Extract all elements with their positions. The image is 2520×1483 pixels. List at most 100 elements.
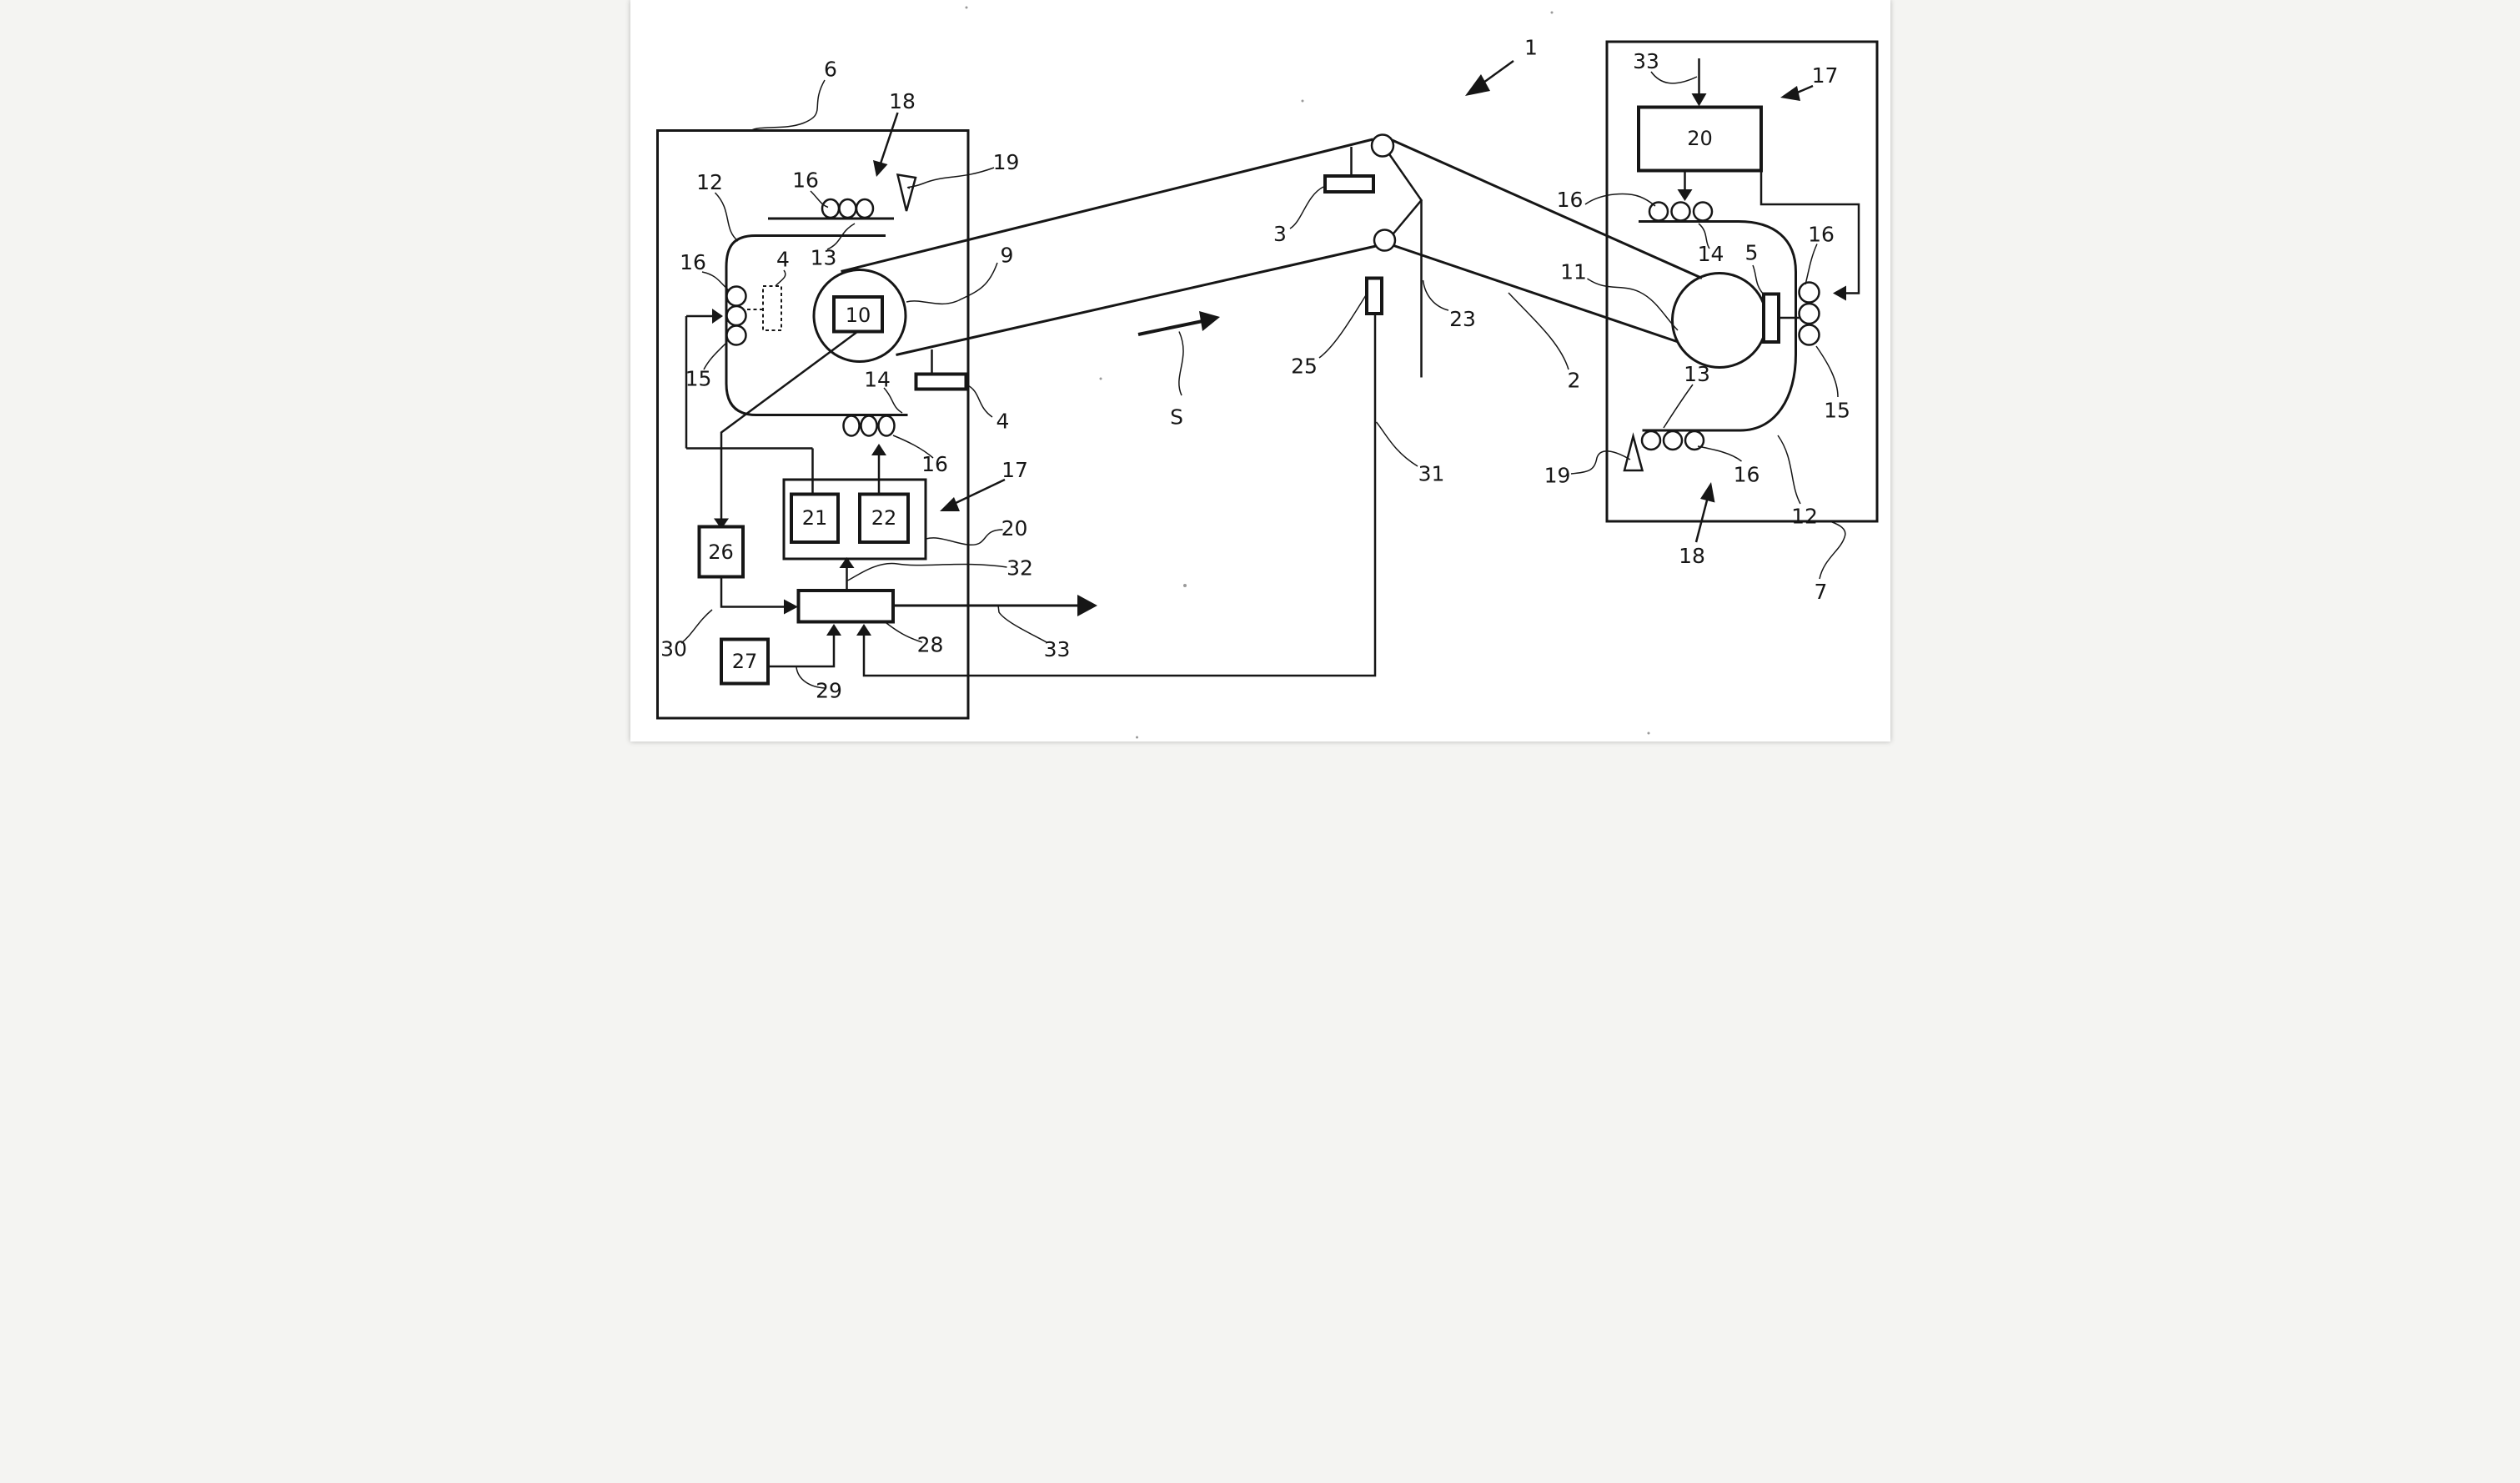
belt-lower-left-span bbox=[895, 244, 1376, 356]
top-pulley bbox=[1370, 133, 1394, 158]
junction-box-28 bbox=[796, 589, 895, 624]
drum-core-box-10 bbox=[831, 295, 884, 334]
hanging-sensor-4 bbox=[914, 372, 967, 391]
input-arrow-33 bbox=[1691, 93, 1706, 107]
label-6: 6 bbox=[824, 58, 837, 82]
machine-diagram: 10 21 22 26 27 bbox=[655, 6, 1878, 739]
label-33b: 33 bbox=[1633, 49, 1659, 73]
label-13b: 13 bbox=[1684, 362, 1710, 386]
label-14b: 14 bbox=[1697, 242, 1724, 266]
dashed-element-4 bbox=[746, 285, 782, 331]
label-15a: 15 bbox=[685, 367, 711, 391]
right-bottom-rollers bbox=[1640, 430, 1704, 451]
line-26-to-28 bbox=[720, 576, 784, 608]
label-3: 3 bbox=[1273, 222, 1287, 246]
box-22-label: 22 bbox=[871, 506, 896, 530]
right-drum-housing-outline bbox=[1638, 220, 1797, 432]
label-19b: 19 bbox=[1544, 464, 1570, 488]
left-unit-enclosure bbox=[655, 129, 969, 720]
label-18b-arrow-line bbox=[1694, 496, 1709, 543]
control-box-22 bbox=[857, 492, 910, 544]
left-drum bbox=[812, 269, 906, 363]
label-4b: 4 bbox=[996, 410, 1009, 434]
belt-upper-left-span bbox=[840, 138, 1373, 273]
label-16f: 16 bbox=[1733, 463, 1759, 487]
leader-lines bbox=[680, 71, 1846, 689]
left-nozzle-triangle-icon bbox=[896, 173, 917, 212]
label-18a-arrow-head bbox=[872, 160, 887, 177]
right-side-roller-stack bbox=[1797, 281, 1820, 346]
arrow-into-17-bottom bbox=[839, 557, 854, 568]
actuator-5 bbox=[1761, 292, 1780, 344]
left-control-lines bbox=[685, 309, 858, 530]
arrow-31-into-28 bbox=[856, 624, 871, 636]
control-box-21 bbox=[789, 492, 840, 544]
right-unit-enclosure bbox=[1605, 40, 1878, 523]
output-arrow-33 bbox=[1077, 595, 1097, 616]
label-32: 32 bbox=[1006, 556, 1033, 581]
label-1-arrow-head bbox=[1464, 74, 1490, 96]
arrow-into-28-left bbox=[783, 599, 798, 615]
box-26-label: 26 bbox=[708, 540, 734, 564]
right-nozzle-triangle-icon bbox=[1622, 432, 1644, 472]
label-29: 29 bbox=[816, 679, 842, 703]
label-7: 7 bbox=[1814, 580, 1827, 604]
line-20-to-side-rollers bbox=[1759, 170, 1860, 294]
label-12a: 12 bbox=[696, 170, 723, 194]
label-1: 1 bbox=[1524, 36, 1538, 60]
label-17a-arrow-head bbox=[939, 497, 960, 511]
label-16a: 16 bbox=[792, 168, 819, 193]
left-bottom-rollers bbox=[841, 415, 896, 437]
arrow-20-down bbox=[1677, 189, 1692, 201]
label-13a: 13 bbox=[810, 246, 836, 270]
belt-lower-right-span bbox=[1393, 244, 1679, 344]
label-18b-arrow-head bbox=[1699, 482, 1714, 503]
right-top-rollers bbox=[1648, 201, 1713, 222]
arrow-into-side-rollers-right bbox=[1832, 285, 1846, 301]
box-21-label: 21 bbox=[801, 506, 827, 530]
label-14a: 14 bbox=[864, 368, 891, 392]
box-27 bbox=[719, 637, 770, 686]
web-direction-arrow-head bbox=[1198, 311, 1220, 331]
bottom-pulley bbox=[1373, 229, 1396, 252]
label-23: 23 bbox=[1449, 307, 1476, 331]
label-1-arrow-line bbox=[1482, 59, 1514, 84]
web-direction-arrow-line bbox=[1137, 319, 1202, 336]
label-16b: 16 bbox=[680, 250, 706, 274]
label-25: 25 bbox=[1291, 354, 1318, 379]
reference-labels: 6 18 12 16 13 19 4 16 15 9 14 4 16 17 20… bbox=[660, 36, 1850, 703]
label-12b: 12 bbox=[1791, 505, 1818, 529]
belt-upper-right-span bbox=[1391, 138, 1703, 279]
patent-figure-page: 10 21 22 26 27 bbox=[630, 0, 1890, 742]
label-31: 31 bbox=[1418, 462, 1444, 486]
arrow-22-up bbox=[871, 444, 886, 455]
label-20a: 20 bbox=[1001, 516, 1027, 540]
line-27-to-28 bbox=[767, 636, 835, 668]
arrow-into-box-26 bbox=[713, 518, 729, 530]
guide-23 bbox=[1388, 153, 1423, 378]
box-27-label: 27 bbox=[731, 650, 757, 673]
right-drum bbox=[1670, 272, 1768, 369]
label-30: 30 bbox=[660, 637, 687, 661]
left-top-rollers bbox=[821, 198, 874, 219]
leader-S bbox=[1177, 331, 1184, 396]
label-9: 9 bbox=[1000, 244, 1013, 268]
label-18b: 18 bbox=[1679, 544, 1705, 568]
label-17a: 17 bbox=[1001, 458, 1028, 482]
label-2: 2 bbox=[1567, 369, 1580, 393]
label-15b: 15 bbox=[1824, 399, 1850, 423]
label-4a: 4 bbox=[776, 248, 790, 272]
label-5: 5 bbox=[1744, 241, 1758, 265]
label-16e: 16 bbox=[1808, 223, 1835, 247]
label-17b-arrow-head bbox=[1780, 86, 1800, 101]
label-11: 11 bbox=[1560, 260, 1587, 284]
right-control-box-20 bbox=[1636, 105, 1763, 173]
label-19a: 19 bbox=[992, 150, 1019, 174]
label-17a-arrow-line bbox=[951, 478, 1006, 506]
web-belt bbox=[840, 138, 1703, 356]
signal-line-31 bbox=[862, 314, 1376, 677]
left-drum-housing-outline bbox=[725, 234, 907, 416]
box-20-label: 20 bbox=[1687, 127, 1713, 150]
label-28: 28 bbox=[916, 633, 943, 657]
control-group-box-17 bbox=[782, 478, 926, 561]
